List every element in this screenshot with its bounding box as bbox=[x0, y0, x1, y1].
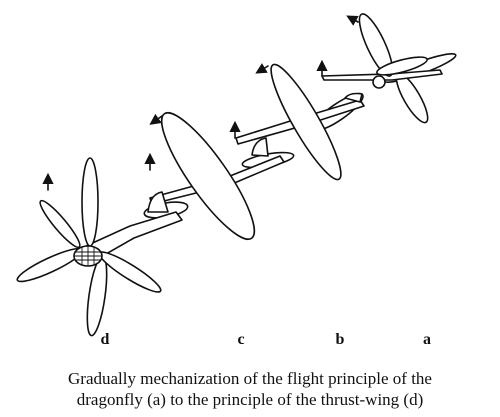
figure-caption: Gradually mechanization of the flight pr… bbox=[0, 368, 500, 410]
stage-b-fin bbox=[344, 92, 363, 103]
stage-a-front-wing-right bbox=[376, 56, 428, 76]
caption-line-1: Gradually mechanization of the flight pr… bbox=[68, 369, 432, 388]
stage-c-main-wing bbox=[160, 111, 256, 241]
label-c: c bbox=[237, 331, 245, 348]
label-b: b bbox=[335, 331, 345, 348]
stage-d-blade-upleft bbox=[39, 199, 81, 249]
caption-line-2: dragonfly (a) to the principle of the th… bbox=[76, 390, 424, 409]
stage-b-arrow-wing bbox=[255, 63, 269, 74]
stage-c-arrow-wing bbox=[149, 113, 163, 125]
stage-d-hub-grille bbox=[74, 245, 102, 267]
stage-b-front-wing bbox=[270, 63, 342, 181]
label-d: d bbox=[100, 331, 110, 348]
stage-c bbox=[144, 111, 295, 241]
stage-d-blade-down bbox=[86, 255, 108, 337]
stage-d-thrust-wing bbox=[16, 157, 189, 337]
stage-d-blade-up bbox=[81, 157, 99, 247]
stage-a-dragonfly bbox=[316, 13, 457, 124]
stage-a-arrow-wing bbox=[346, 15, 359, 26]
label-a: a bbox=[423, 331, 431, 348]
stage-b bbox=[229, 63, 365, 181]
stage-a-head bbox=[372, 75, 386, 89]
stage-d-fin bbox=[147, 191, 169, 213]
stage-a-front-wing-upper bbox=[358, 13, 394, 77]
stage-c-fin bbox=[251, 137, 269, 157]
stage-d-blade-left bbox=[16, 247, 84, 283]
